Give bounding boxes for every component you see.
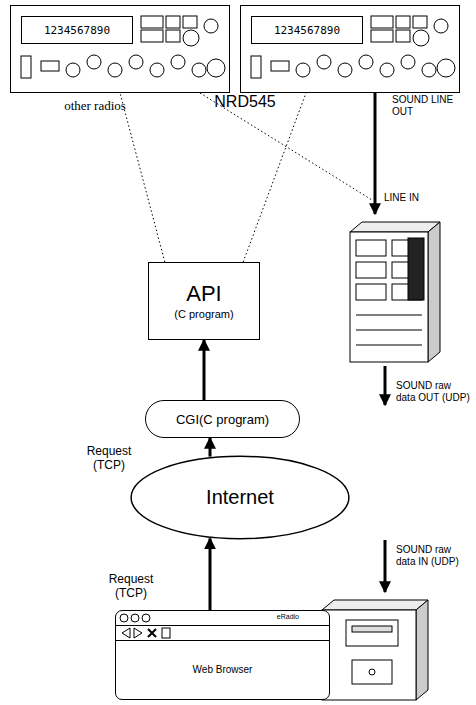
panel-knob: [66, 63, 80, 77]
panel-knob: [192, 63, 206, 77]
panel-knob: [150, 63, 164, 77]
panel-switch: [251, 56, 261, 78]
panel-knob: [437, 59, 455, 77]
udp-in-arrow: [384, 540, 387, 592]
dotted-connector: [120, 93, 165, 262]
panel-key: [396, 30, 410, 42]
radio-receiver: 1234567890: [240, 5, 460, 93]
panel-switch: [21, 56, 31, 78]
window-button: [131, 614, 139, 622]
annotation-label: SOUND raw data OUT (UDP): [396, 380, 472, 404]
panel-knob: [401, 55, 415, 69]
page-text: Web Browser: [193, 664, 253, 675]
frequency-display: 1234567890: [21, 16, 133, 44]
back-icon: [122, 628, 130, 638]
request-arrow: [209, 538, 212, 610]
panel-key: [166, 30, 180, 42]
annotation-label: NRD545: [200, 92, 290, 111]
panel-key: [371, 30, 393, 42]
edge-label: Request (TCP): [78, 444, 140, 473]
panel-key: [141, 30, 163, 42]
page-icon: [162, 628, 170, 638]
panel-key: [166, 16, 180, 28]
edge-label: Request (TCP): [100, 572, 162, 601]
panel-key: [371, 16, 393, 28]
annotation-label: LINE IN: [384, 192, 454, 204]
toolbar: [116, 626, 329, 641]
radio-receiver: 1234567890: [10, 5, 230, 93]
panel-knob: [171, 55, 185, 69]
panel-knob: [296, 63, 310, 77]
stop-icon: [148, 629, 156, 637]
box-subtitle: (C program): [174, 307, 233, 321]
frequency-display: 1234567890: [251, 16, 363, 44]
udp-out-arrow: [384, 366, 387, 405]
panel-knob: [338, 63, 352, 77]
window-button: [142, 614, 150, 622]
annotation-label: other radios: [40, 98, 150, 114]
panel-switch: [271, 61, 289, 71]
annotation-label: SOUND LINE OUT: [392, 94, 470, 118]
ellipse-shape: [131, 456, 349, 538]
request-arrow: [209, 438, 212, 457]
panel-knob: [359, 55, 373, 69]
panel-knob: [87, 55, 101, 69]
request-arrow: [203, 340, 206, 400]
page-content: Web Browser: [116, 641, 329, 697]
panel-key: [183, 16, 197, 28]
toolbar-icons: [116, 626, 329, 640]
sound-line: [374, 93, 377, 214]
annotation-label: SOUND raw data IN (UDP): [396, 544, 472, 568]
internet-cloud: Internet: [130, 455, 350, 540]
display-digits: 1234567890: [274, 24, 340, 37]
title-bar: eRadio: [116, 611, 329, 626]
window-button: [120, 614, 128, 622]
panel-knob: [108, 63, 122, 77]
panel-knob: [183, 30, 199, 46]
process-box: CGI(C program): [145, 400, 300, 438]
box-title: API: [186, 281, 221, 307]
panel-key: [413, 16, 427, 28]
display-digits: 1234567890: [44, 24, 110, 37]
panel-knob: [413, 30, 429, 46]
cloud-title: Internet: [206, 486, 274, 509]
desktop-pc: [322, 600, 428, 700]
panel-knob: [129, 55, 143, 69]
panel-knob: [380, 63, 394, 77]
panel-knob: [317, 55, 331, 69]
panel-knob: [434, 19, 448, 33]
panel-key: [141, 16, 163, 28]
box-title: CGI(C program): [176, 412, 269, 427]
panel-key: [396, 16, 410, 28]
panel-knob: [207, 59, 225, 77]
process-box: API(C program): [148, 262, 260, 340]
forward-icon: [134, 628, 142, 638]
dotted-link: [200, 93, 372, 200]
window-title: eRadio: [277, 613, 299, 620]
dotted-connector: [243, 93, 306, 262]
panel-knob: [204, 19, 218, 33]
panel-knob: [422, 63, 436, 77]
panel-switch: [41, 61, 59, 71]
server-tower: [350, 222, 440, 362]
browser-window: eRadioWeb Browser: [115, 610, 330, 700]
